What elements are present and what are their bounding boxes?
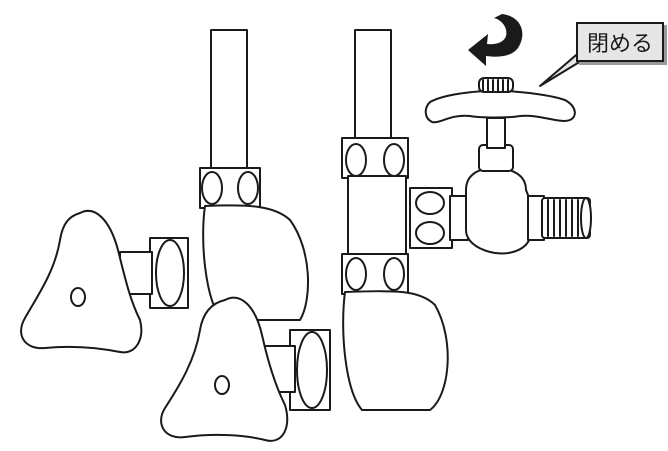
right-supply-pipe	[355, 30, 391, 140]
left-handle	[21, 211, 141, 353]
cross-handle	[426, 90, 575, 122]
left-supply-pipe	[211, 30, 247, 170]
globe-valve-body	[466, 168, 530, 253]
close-label: 閉める	[576, 22, 664, 62]
valve-spindle	[487, 118, 505, 148]
right-valve-body	[343, 291, 448, 410]
branch-globe-valve	[410, 78, 591, 253]
curved-arrow-counterclockwise-icon	[468, 14, 522, 66]
right-tee-body	[348, 176, 406, 256]
left-angle-valve	[21, 30, 308, 352]
